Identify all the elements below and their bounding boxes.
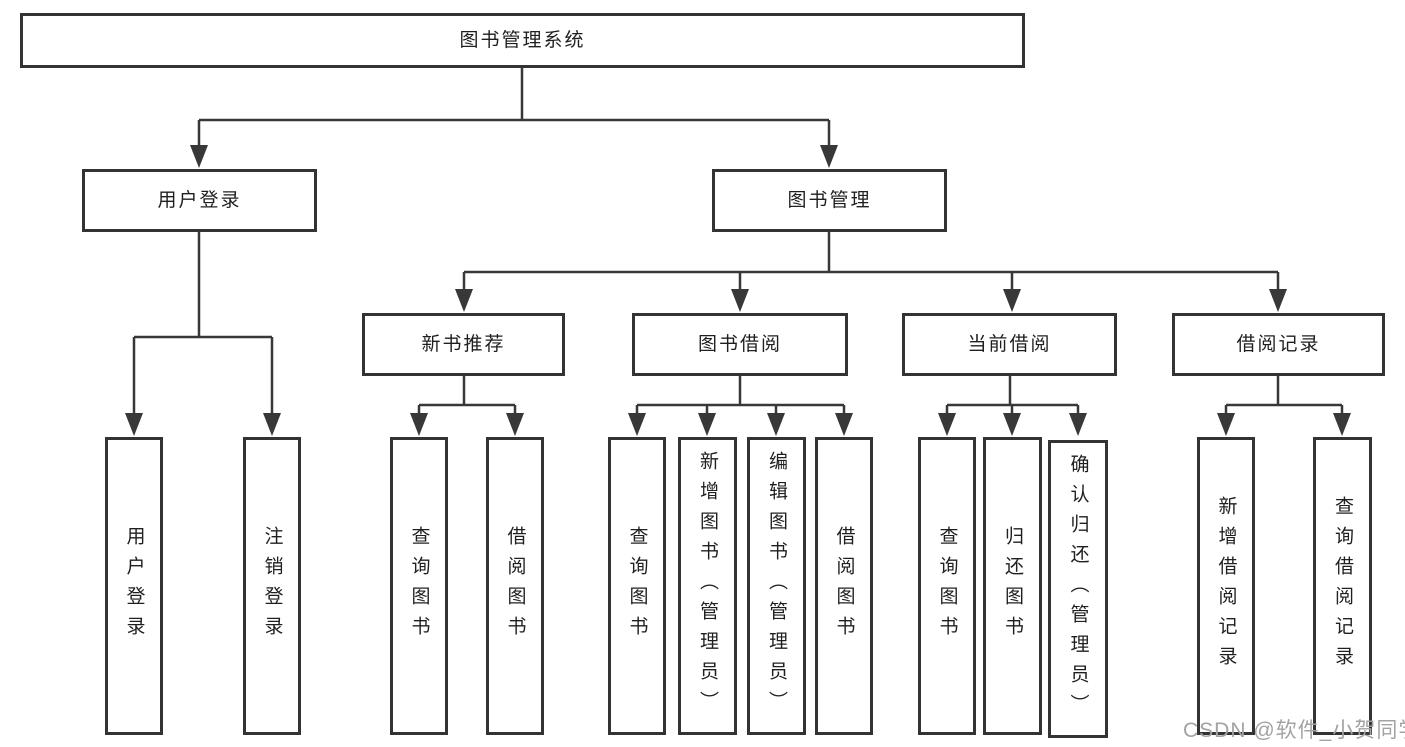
arrow-icon	[938, 413, 956, 436]
arrow-icon	[410, 413, 428, 436]
arrow-icon	[628, 413, 646, 436]
leaf-query-books-recommend: 查询图书	[390, 437, 448, 735]
arrow-icon	[455, 289, 473, 312]
leaf-edit-book-admin: 编辑图书（管理员）	[747, 437, 806, 735]
leaf-add-book-admin: 新增图书（管理员）	[678, 437, 737, 735]
connector-root	[197, 68, 831, 146]
leaf-add-borrow-record: 新增借阅记录	[1197, 437, 1255, 735]
arrow-icon	[1069, 413, 1087, 436]
node-book-borrow: 图书借阅	[632, 313, 848, 376]
node-new-book-recommend: 新书推荐	[362, 313, 565, 376]
arrow-icon	[767, 413, 785, 436]
csdn-watermark: CSDN @软件_小贺同学	[1183, 719, 1405, 742]
node-root: 图书管理系统	[20, 13, 1025, 68]
arrow-icon	[125, 413, 143, 436]
arrow-icon	[698, 413, 716, 436]
arrow-icon	[1269, 289, 1287, 312]
leaf-query-borrow-record: 查询借阅记录	[1313, 437, 1372, 735]
connector-book-borrow	[635, 376, 846, 414]
node-book-management: 图书管理	[712, 169, 947, 232]
connector-current-borrow	[945, 376, 1080, 414]
leaf-logout: 注销登录	[243, 437, 301, 735]
arrow-icon	[731, 289, 749, 312]
arrow-icon	[1333, 413, 1351, 436]
node-current-borrow: 当前借阅	[902, 313, 1117, 376]
leaf-borrow-books-borrow: 借阅图书	[815, 437, 873, 735]
arrowheads	[125, 145, 1351, 436]
arrow-icon	[263, 413, 281, 436]
connector-borrow-records	[1224, 376, 1344, 414]
connector-user-login	[132, 232, 274, 414]
arrow-icon	[1003, 289, 1021, 312]
connector-book-management	[462, 232, 1280, 290]
leaf-borrow-books-recommend: 借阅图书	[486, 437, 544, 735]
arrow-icon	[506, 413, 524, 436]
leaf-confirm-return-admin: 确认归还（管理员）	[1048, 440, 1108, 738]
arrow-icon	[1003, 413, 1021, 436]
arrow-icon	[1217, 413, 1235, 436]
node-user-login: 用户登录	[82, 169, 317, 232]
arrow-icon	[190, 145, 208, 168]
leaf-query-books-current: 查询图书	[918, 437, 976, 735]
connector-new-book-recommend	[417, 376, 517, 414]
arrow-icon	[835, 413, 853, 436]
arrow-icon	[820, 145, 838, 168]
leaf-return-book: 归还图书	[983, 437, 1042, 735]
node-borrow-records: 借阅记录	[1172, 313, 1385, 376]
leaf-user-login: 用户登录	[105, 437, 163, 735]
leaf-query-books-borrow: 查询图书	[608, 437, 666, 735]
